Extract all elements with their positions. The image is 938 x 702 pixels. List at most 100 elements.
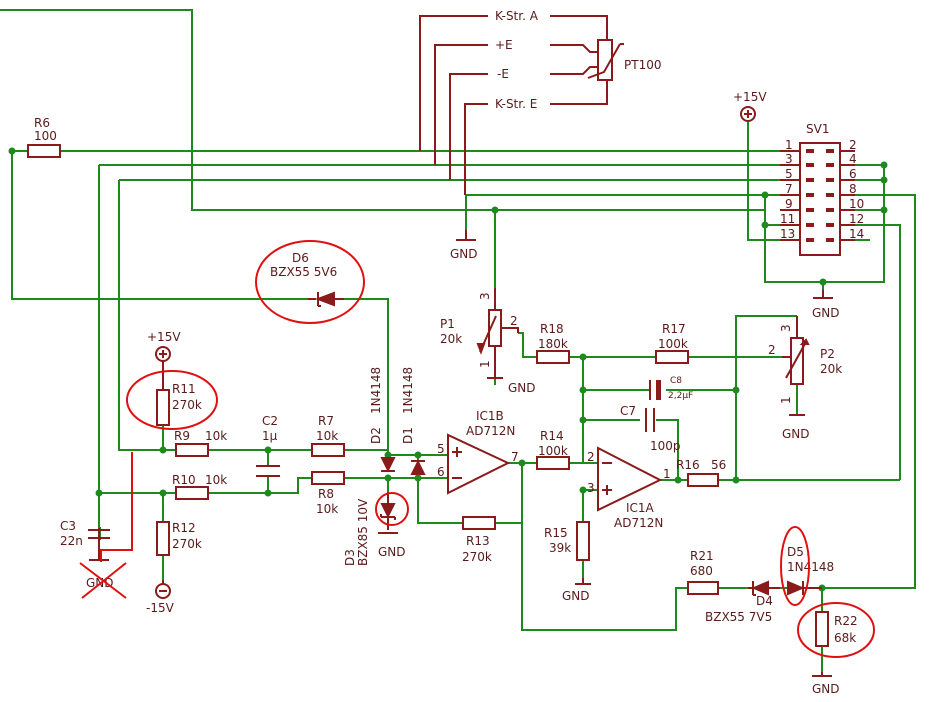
p2-pin1: 1 <box>779 396 793 404</box>
sv1-pin-5: 5 <box>785 167 793 181</box>
resistor-r21 <box>687 581 719 595</box>
r8-name: R8 <box>318 487 334 501</box>
p1-name: P1 <box>440 317 455 331</box>
diode-d2 <box>380 457 396 473</box>
r16-name: R16 <box>676 458 700 472</box>
sv1-pin-6: 6 <box>849 167 857 181</box>
resistor-r15 <box>576 521 590 561</box>
capacitor-c2 <box>256 465 280 477</box>
d3-name: D3 <box>343 549 357 566</box>
r15-value: 39k <box>549 541 571 555</box>
potentiometer-p1 <box>476 288 519 368</box>
opamp-ic1a <box>597 446 663 512</box>
c8-name: C8 <box>670 376 682 386</box>
wires <box>0 9 916 672</box>
connector-sv1 <box>780 142 855 256</box>
r6-name: R6 <box>34 116 50 130</box>
gnd-label-p1: GND <box>508 381 536 395</box>
sv1-pin-10: 10 <box>849 197 864 211</box>
annotation-circle-r11 <box>126 370 218 430</box>
p1-pin1: 1 <box>478 360 492 368</box>
r14-value: 100k <box>538 444 568 458</box>
capacitor-c3 <box>88 528 110 561</box>
ic1a-pin3: 3 <box>587 481 595 495</box>
r10-name: R10 <box>172 473 196 487</box>
d5-value: 1N4148 <box>787 560 834 574</box>
r17-name: R17 <box>662 322 686 336</box>
ic1a-pin1: 1 <box>663 467 671 481</box>
p1-value: 20k <box>440 332 462 346</box>
zener-d4 <box>748 580 780 596</box>
resistor-r16 <box>687 473 719 487</box>
resistor-r9 <box>175 443 209 457</box>
gnd-label-sv1: GND <box>812 306 840 320</box>
r13-name: R13 <box>466 534 490 548</box>
sv1-pin-12: 12 <box>849 212 864 226</box>
resistor-r17 <box>655 350 689 364</box>
d1-value: 1N4148 <box>401 367 415 414</box>
resistor-r18 <box>536 350 570 364</box>
gnd-label-r15: GND <box>562 589 590 603</box>
junction-dots <box>8 147 888 592</box>
gnd-symbol-p1 <box>487 368 503 379</box>
r15-name: R15 <box>544 526 568 540</box>
gnd-label-p2: GND <box>782 427 810 441</box>
ic1b-pin5: 5 <box>437 442 445 456</box>
resistor-r13 <box>462 516 496 530</box>
resistor-r7 <box>311 443 345 457</box>
gnd-symbol-pt100 <box>456 230 476 241</box>
c2-value: 1µ <box>262 429 278 443</box>
r16-value: 56 <box>711 458 726 472</box>
terminal-minus-e: -E <box>497 67 509 81</box>
resistor-r8 <box>311 471 345 485</box>
terminal-kstr-e: K-Str. E <box>495 97 537 111</box>
resistor-r10 <box>175 486 209 500</box>
r9-name: R9 <box>174 429 190 443</box>
d2-value: 1N4148 <box>369 367 383 414</box>
d6-value: BZX55 5V6 <box>270 265 337 279</box>
sv1-pin-labels-left: 1 3 5 7 9 11 13 <box>780 138 795 241</box>
d4-value: BZX55 7V5 <box>705 610 772 624</box>
c2-name: C2 <box>262 414 278 428</box>
p2-value: 20k <box>820 362 842 376</box>
gnd-label-d3: GND <box>378 545 406 559</box>
annotation-circle-d5 <box>780 526 810 606</box>
ic1b-value: AD712N <box>466 424 515 438</box>
sv1-pin-13: 13 <box>780 227 795 241</box>
gnd-label-pt100: GND <box>450 247 478 261</box>
d3-value: BZX85 10V <box>356 498 370 566</box>
r13-value: 270k <box>462 550 492 564</box>
r17-value: 100k <box>658 337 688 351</box>
r18-name: R18 <box>540 322 564 336</box>
resistor-r6 <box>27 144 61 158</box>
d4-name: D4 <box>756 594 773 608</box>
d1-name: D1 <box>401 427 415 444</box>
ic1b-pin6: 6 <box>437 465 445 479</box>
resistor-r14 <box>536 456 570 470</box>
sv1-pin-8: 8 <box>849 182 857 196</box>
plus15-label-top: +15V <box>733 90 767 104</box>
p2-name: P2 <box>820 347 835 361</box>
r18-value: 180k <box>538 337 568 351</box>
resistor-r12 <box>156 521 170 556</box>
p1-pin3: 3 <box>478 292 492 300</box>
r9-value: 10k <box>205 429 227 443</box>
r7-value: 10k <box>316 429 338 443</box>
opamp-ic1b <box>447 433 511 495</box>
r11-value: 270k <box>172 398 202 412</box>
r8-value: 10k <box>316 502 338 516</box>
annotation-circle-d3 <box>375 492 409 526</box>
ic1a-name: IC1A <box>626 501 655 515</box>
gnd-symbol-r15 <box>575 578 591 585</box>
terminal-kstr-a: K-Str. A <box>495 9 539 23</box>
plus15-label-left: +15V <box>147 330 181 344</box>
c3-value: 22n <box>60 534 83 548</box>
supply-plus15-top <box>740 106 756 122</box>
c3-name: C3 <box>60 519 76 533</box>
potentiometer-p2 <box>782 316 810 385</box>
supply-minus15 <box>155 580 171 599</box>
c7-name: C7 <box>620 404 636 418</box>
ic1b-name: IC1B <box>476 409 504 423</box>
sv1-pin-11: 11 <box>780 212 795 226</box>
